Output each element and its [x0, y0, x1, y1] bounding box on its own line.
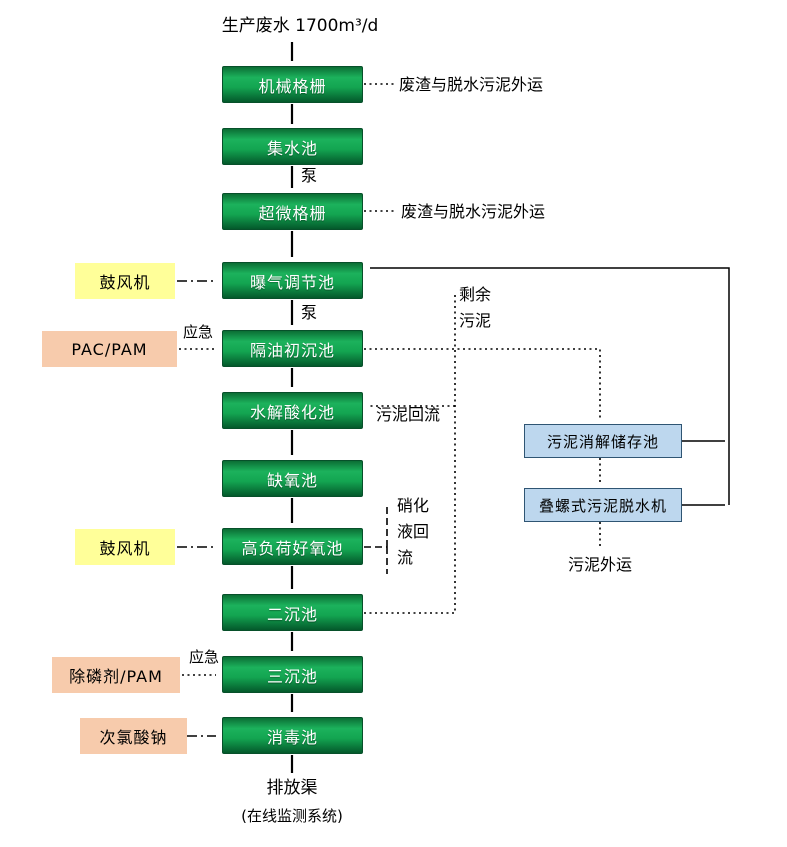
excess-sludge-line2: 污泥 — [459, 311, 492, 330]
excess-sludge-line1: 剩余 — [459, 285, 492, 304]
node-oil-separation-primary-sedimentation-tank: 隔油初沉池 — [222, 330, 363, 367]
discharge-channel-label: 排放渠 — [266, 778, 318, 798]
emergency-label-1: 应急 — [183, 323, 214, 341]
sludge-return-label: 污泥回流 — [376, 405, 441, 424]
excess-sludge-label: 剩余 污泥 — [459, 282, 491, 334]
node-sodium-hypochlorite: 次氯酸钠 — [80, 718, 187, 754]
arrow-return-to-aeration-tank — [370, 267, 730, 505]
pump-label-2: 泵 — [301, 303, 318, 322]
node-anoxic-tank: 缺氧池 — [222, 460, 363, 497]
node-blower-1: 鼓风机 — [75, 263, 175, 299]
sludge-out-label: 污泥外运 — [567, 555, 632, 574]
source-water-label: 生产废水 1700m³/d — [221, 16, 379, 36]
node-pac-pam: PAC/PAM — [42, 331, 177, 367]
node-tertiary-sedimentation-tank: 三沉池 — [222, 656, 363, 693]
node-sludge-digestion-storage-tank: 污泥消解储存池 — [524, 424, 682, 458]
node-mechanical-screen: 机械格栅 — [222, 66, 363, 103]
nitrified-line3: 流 — [397, 548, 414, 567]
node-collection-tank: 集水池 — [222, 128, 363, 165]
node-blower-2: 鼓风机 — [75, 529, 175, 565]
nitrified-line1: 硝化 — [397, 496, 430, 515]
emergency-label-2: 应急 — [189, 648, 220, 666]
waste-out-label-2: 废渣与脱水污泥外运 — [401, 202, 546, 221]
pump-label-1: 泵 — [301, 166, 318, 185]
node-hydrolysis-acidification-tank: 水解酸化池 — [222, 392, 363, 429]
nitrified-line2: 液回 — [397, 522, 430, 541]
node-phosphorus-removal-pam: 除磷剂/PAM — [52, 657, 180, 693]
node-disinfection-tank: 消毒池 — [222, 717, 363, 754]
online-monitoring-label: (在线监测系统) — [241, 807, 343, 825]
node-aeration-regulation-tank: 曝气调节池 — [222, 262, 363, 299]
node-high-load-aerobic-tank: 高负荷好氧池 — [222, 528, 363, 565]
node-screw-sludge-dewatering-machine: 叠螺式污泥脱水机 — [524, 488, 682, 522]
waste-out-label-1: 废渣与脱水污泥外运 — [399, 75, 544, 94]
nitrified-liquid-return-label: 硝化 液回 流 — [397, 493, 429, 571]
node-secondary-sedimentation-tank: 二沉池 — [222, 594, 363, 631]
node-ultrafine-screen: 超微格栅 — [222, 193, 363, 230]
